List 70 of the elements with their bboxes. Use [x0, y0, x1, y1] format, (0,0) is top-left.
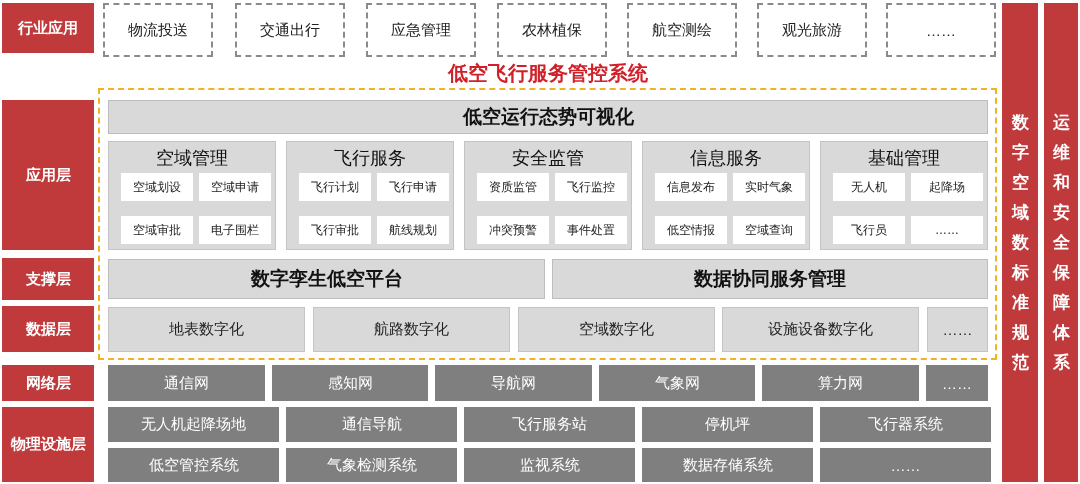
layer-label: 物理设施层	[2, 407, 94, 482]
facility-box: 停机坪	[642, 407, 813, 442]
industry-box: 物流投送	[103, 3, 213, 57]
function-box: 空域审批	[121, 216, 193, 244]
module-heading: 空域管理	[156, 147, 228, 170]
layer-label: 行业应用	[2, 3, 94, 53]
facility-box: 无人机起降场地	[108, 407, 279, 442]
function-box: 信息发布	[655, 173, 727, 201]
data-box: 空域数字化	[518, 307, 715, 352]
function-box: 资质监管	[477, 173, 549, 201]
industry-box: ……	[886, 3, 996, 57]
module-panel	[108, 141, 276, 250]
function-box: 实时气象	[733, 173, 805, 201]
layer-label: 支撑层	[2, 258, 94, 300]
module-heading: 信息服务	[690, 147, 762, 170]
data-box: 地表数字化	[108, 307, 305, 352]
network-box: 算力网	[762, 365, 919, 401]
network-box: 感知网	[272, 365, 428, 401]
platform-bar: 数字孪生低空平台	[108, 259, 545, 299]
network-box: 通信网	[108, 365, 265, 401]
module-heading: 飞行服务	[334, 147, 406, 170]
function-box: 飞行员	[833, 216, 905, 244]
module-heading: 安全监管	[512, 147, 584, 170]
vertical-band: 运维和安全保障体系	[1044, 3, 1078, 482]
network-box: 导航网	[435, 365, 592, 401]
industry-box: 观光旅游	[757, 3, 867, 57]
platform-bar: 数据协同服务管理	[552, 259, 988, 299]
facility-box: ……	[820, 448, 991, 482]
function-box: 事件处置	[555, 216, 627, 244]
module-panel	[286, 141, 454, 250]
facility-box: 飞行器系统	[820, 407, 991, 442]
function-box: 冲突预警	[477, 216, 549, 244]
function-box: 空域查询	[733, 216, 805, 244]
function-box: 飞行计划	[299, 173, 371, 201]
module-heading: 基础管理	[868, 147, 940, 170]
system-title: 低空飞行服务管控系统	[446, 61, 649, 86]
facility-box: 飞行服务站	[464, 407, 635, 442]
network-box: ……	[926, 365, 988, 401]
title-bar: 低空运行态势可视化	[108, 100, 988, 134]
function-box: 低空情报	[655, 216, 727, 244]
function-box: 电子围栏	[199, 216, 271, 244]
function-box: ……	[911, 216, 983, 244]
network-box: 气象网	[599, 365, 755, 401]
industry-box: 农林植保	[497, 3, 607, 57]
function-box: 飞行监控	[555, 173, 627, 201]
data-box: 航路数字化	[313, 307, 510, 352]
layer-label: 应用层	[2, 100, 94, 250]
facility-box: 监视系统	[464, 448, 635, 482]
industry-box: 应急管理	[366, 3, 476, 57]
facility-box: 数据存储系统	[642, 448, 813, 482]
facility-box: 低空管控系统	[108, 448, 279, 482]
function-box: 飞行审批	[299, 216, 371, 244]
function-box: 起降场	[911, 173, 983, 201]
module-panel	[464, 141, 632, 250]
layer-label: 网络层	[2, 365, 94, 401]
function-box: 空域划设	[121, 173, 193, 201]
vertical-band: 数字空域数标准规范	[1002, 3, 1038, 482]
data-box: ……	[927, 307, 988, 352]
module-panel	[820, 141, 988, 250]
facility-box: 气象检测系统	[286, 448, 457, 482]
industry-box: 航空测绘	[627, 3, 737, 57]
layer-label: 数据层	[2, 306, 94, 352]
function-box: 空域申请	[199, 173, 271, 201]
function-box: 飞行申请	[377, 173, 449, 201]
module-panel	[642, 141, 810, 250]
facility-box: 通信导航	[286, 407, 457, 442]
industry-box: 交通出行	[235, 3, 345, 57]
function-box: 航线规划	[377, 216, 449, 244]
data-box: 设施设备数字化	[722, 307, 919, 352]
function-box: 无人机	[833, 173, 905, 201]
